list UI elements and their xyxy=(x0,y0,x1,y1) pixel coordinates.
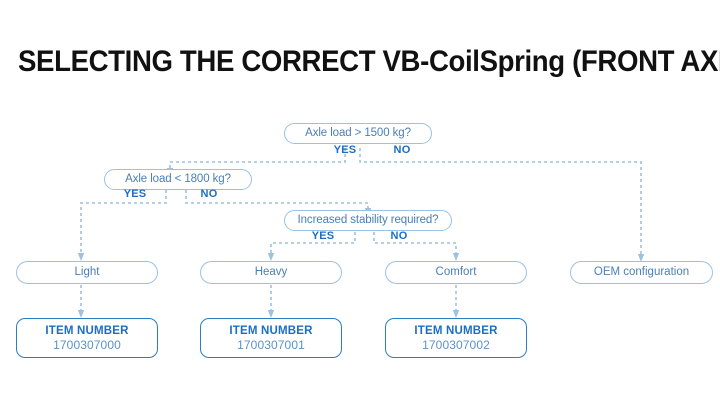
branch-label-d3-yes: YES xyxy=(311,230,335,242)
branch-label-d1-no: NO xyxy=(393,144,411,156)
result-label: Comfort xyxy=(435,266,477,278)
decision-axle-load-1800[interactable]: Axle load < 1800 kg? xyxy=(104,169,252,190)
result-comfort[interactable]: Comfort xyxy=(385,261,527,284)
item-number-label: ITEM NUMBER xyxy=(229,325,313,337)
branch-label-d2-no: NO xyxy=(200,188,218,200)
item-number-label: ITEM NUMBER xyxy=(414,325,498,337)
branch-label-d2-yes: YES xyxy=(123,188,147,200)
item-number-box-heavy[interactable]: ITEM NUMBER 1700307001 xyxy=(200,318,342,358)
decision-axle-load-1500[interactable]: Axle load > 1500 kg? xyxy=(284,123,432,144)
item-number-label: ITEM NUMBER xyxy=(45,325,129,337)
result-label: Light xyxy=(74,266,100,278)
page-title: SELECTING THE CORRECT VB-CoilSpring (FRO… xyxy=(18,45,720,78)
item-number-value: 1700307000 xyxy=(53,338,121,352)
item-number-box-light[interactable]: ITEM NUMBER 1700307000 xyxy=(16,318,158,358)
result-light[interactable]: Light xyxy=(16,261,158,284)
result-label: Heavy xyxy=(254,266,288,278)
decision-label: Axle load < 1800 kg? xyxy=(125,173,231,185)
item-number-box-comfort[interactable]: ITEM NUMBER 1700307002 xyxy=(385,318,527,358)
result-oem-configuration[interactable]: OEM configuration xyxy=(570,261,713,284)
item-number-value: 1700307002 xyxy=(422,338,490,352)
branch-label-d1-yes: YES xyxy=(333,144,357,156)
branch-label-d3-no: NO xyxy=(390,230,408,242)
decision-label: Increased stability required? xyxy=(297,214,439,226)
result-heavy[interactable]: Heavy xyxy=(200,261,342,284)
decision-increased-stability[interactable]: Increased stability required? xyxy=(284,210,452,231)
item-number-value: 1700307001 xyxy=(237,338,305,352)
decision-label: Axle load > 1500 kg? xyxy=(305,127,411,139)
result-label: OEM configuration xyxy=(593,266,690,278)
